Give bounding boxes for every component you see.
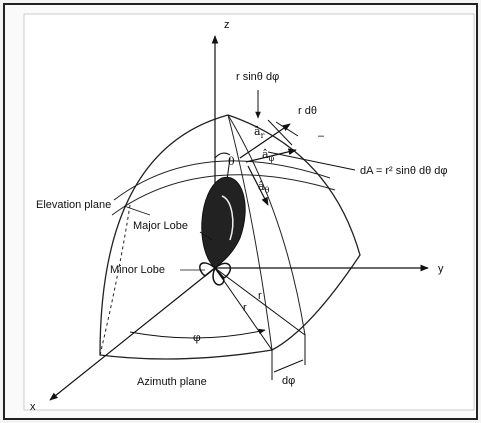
minor-lobe-2 [213,262,232,279]
label-theta: θ [228,155,235,168]
minor-lobe-3 [212,266,225,286]
rdtheta-pointer [267,119,293,146]
major-lobe-highlight [221,195,234,241]
unit-vector-ar [239,123,291,159]
major-lobe [201,176,246,269]
radius-line-2 [214,267,306,336]
label-dphi: dφ [282,375,295,387]
label-elevation-plane: Elevation plane [36,199,111,211]
inner-panel [23,13,475,411]
dphi-dimension [273,359,304,373]
theta-arc [214,152,231,159]
label-r-1: r [258,290,262,302]
label-dash: – [318,130,325,142]
unit-vector-aphi-label: âφ [262,148,275,163]
meridian-curve-2 [227,114,306,336]
unit-vector-aphi [245,148,297,163]
phi-arc [129,328,266,339]
sphere-octant-outline [99,114,361,360]
unit-vector-atheta-label: âθ [258,180,270,195]
meridian-curve-1 [227,114,273,351]
major-lobe-leader [199,231,213,241]
x-axis-label: x [30,401,36,413]
dA-pointer [267,151,356,171]
elevation-plane-curve [99,204,131,356]
y-axis-label: y [438,263,444,275]
label-dA: dA = r² sinθ dθ dφ [360,165,448,177]
label-minor-lobe: Minor Lobe [110,264,165,276]
label-r-sin-theta-dphi: r sinθ dφ [236,71,279,83]
unit-vector-atheta [247,165,269,206]
latitude-curve-lower [111,174,336,216]
x-axis [49,267,216,401]
label-major-lobe: Major Lobe [133,220,188,232]
radius-line-1 [214,267,273,351]
label-azimuth-plane: Azimuth plane [137,376,207,388]
minor-lobe-1 [199,262,217,277]
label-phi: φ [193,331,201,344]
elevation-leader [123,205,151,216]
label-r-2: r [243,302,247,314]
unit-vector-ar-label: âr [254,125,265,140]
z-axis-label: z [224,19,230,31]
latitude-curve-upper [113,160,331,201]
label-r-dtheta: r dθ [298,105,317,117]
